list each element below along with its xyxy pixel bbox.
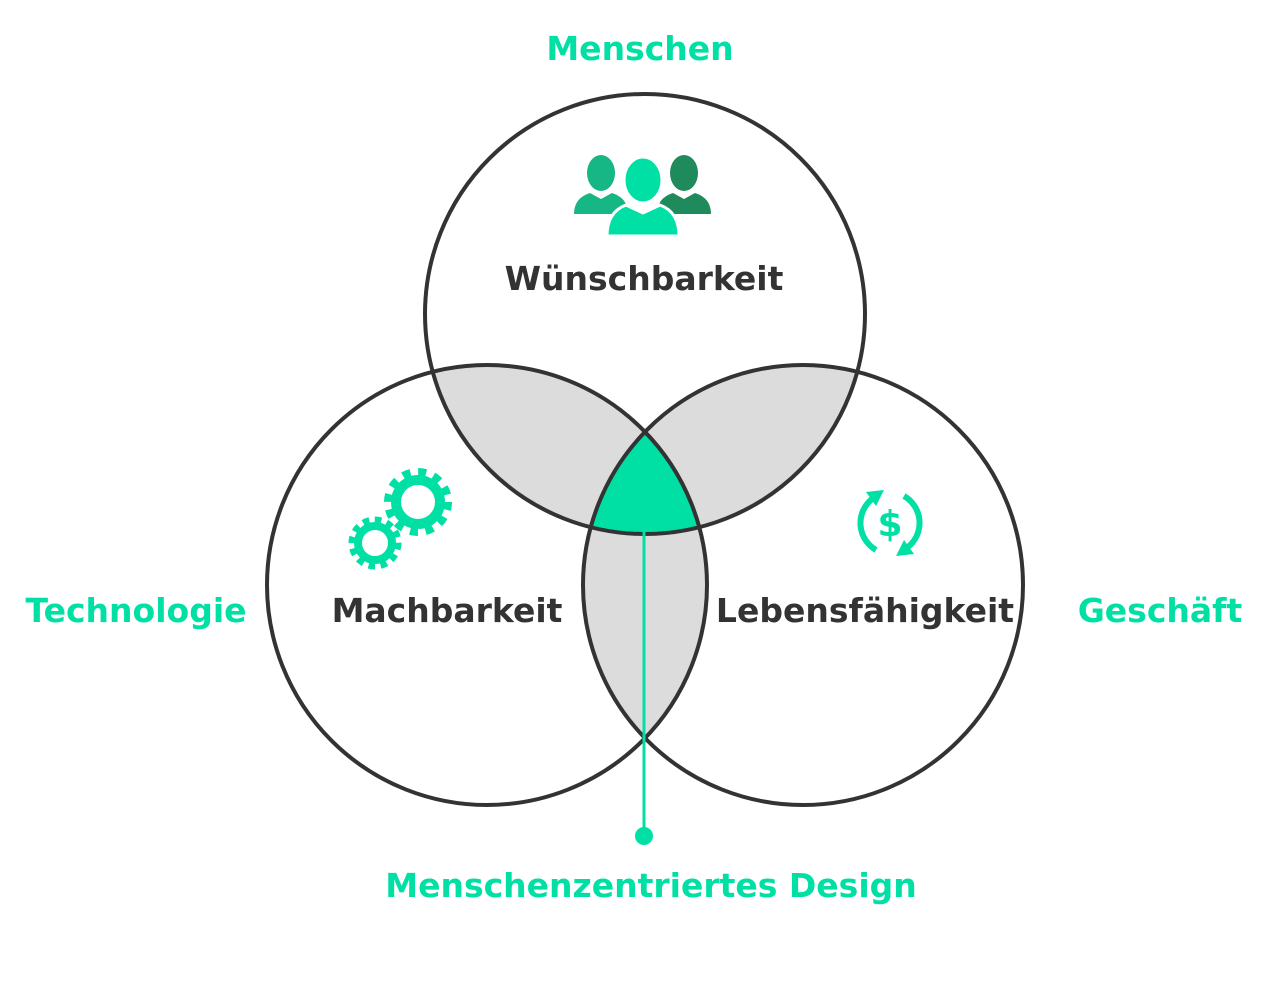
label-feasibility: Machbarkeit [332,591,563,630]
circle-viability [581,363,1025,807]
gears-icon [348,468,452,570]
label-people: Menschen [546,29,733,68]
label-human-centered-design: Menschenzentriertes Design [385,866,917,905]
circle-feasibility [265,363,709,807]
svg-text:$: $ [877,504,902,545]
dollar-cycle-icon: $ [857,490,923,556]
pointer-dot [635,827,653,845]
label-business: Geschäft [1078,591,1243,630]
label-viability: Lebensfähigkeit [716,591,1014,630]
label-desirability: Wünschbarkeit [505,259,784,298]
people-icon [574,155,711,238]
label-technology: Technologie [25,591,246,630]
